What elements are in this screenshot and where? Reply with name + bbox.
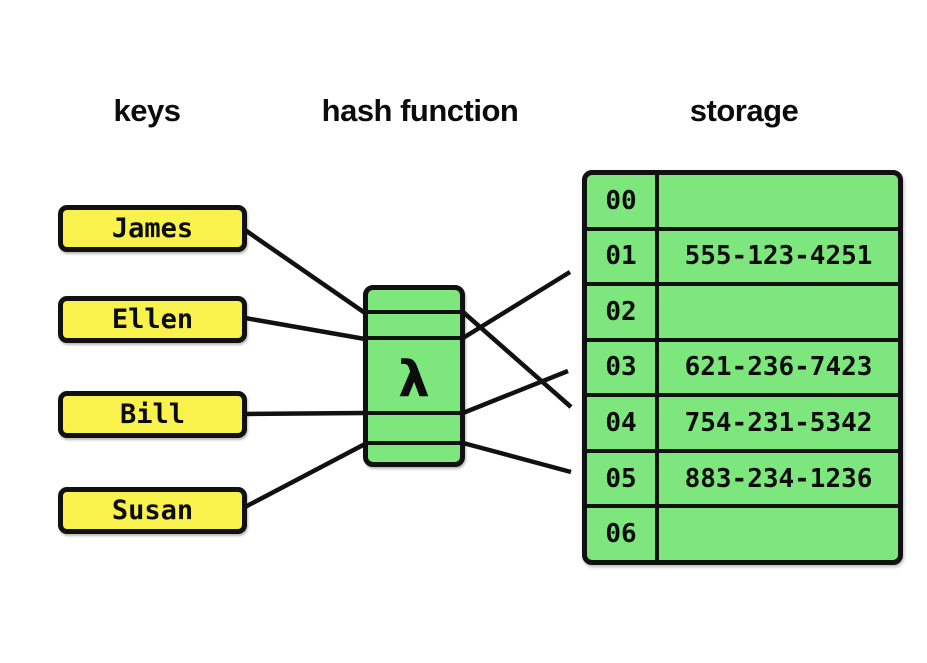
storage-value-cell xyxy=(659,508,898,560)
storage-index-cell: 01 xyxy=(587,230,655,283)
storage-value-cell: 883-234-1236 xyxy=(659,452,898,505)
storage-index-cell: 05 xyxy=(587,452,655,505)
hash-box-divider xyxy=(368,336,460,340)
storage-table: 00 01 555-123-4251 02 03 621-236-7423 04… xyxy=(582,170,903,565)
hash-function-column-header: hash function xyxy=(321,93,519,128)
arrow-hash-to-slot-05 xyxy=(462,440,572,475)
lambda-symbol: λ xyxy=(398,350,430,408)
arrow-hash-to-slot-01 xyxy=(461,270,572,340)
storage-value-cell: 555-123-4251 xyxy=(659,230,898,283)
hash-box-divider xyxy=(368,411,460,415)
storage-column-header: storage xyxy=(689,93,799,128)
wire-bill-to-hash xyxy=(244,410,366,417)
storage-value-cell xyxy=(659,175,898,227)
storage-value-cell xyxy=(659,286,898,338)
key-box-james: James xyxy=(58,205,247,252)
storage-value-cell: 754-231-5342 xyxy=(659,397,898,449)
storage-index-cell: 06 xyxy=(587,508,655,560)
key-label: Ellen xyxy=(111,304,194,335)
key-box-ellen: Ellen xyxy=(58,296,247,343)
wire-ellen-to-hash xyxy=(244,315,366,342)
arrow-hash-to-slot-03 xyxy=(462,368,569,416)
storage-index-cell: 04 xyxy=(587,397,655,449)
storage-index-cell: 00 xyxy=(587,175,655,227)
hash-function-box: λ xyxy=(363,285,465,467)
hash-box-divider xyxy=(368,310,460,314)
wire-james-to-hash xyxy=(243,228,367,315)
wire-susan-to-hash xyxy=(243,442,367,509)
storage-index-cell: 02 xyxy=(587,286,655,338)
key-label: Bill xyxy=(119,399,186,430)
key-label: James xyxy=(111,213,194,244)
keys-column-header: keys xyxy=(113,93,181,128)
hash-box-divider xyxy=(368,441,460,445)
key-box-susan: Susan xyxy=(58,487,247,534)
storage-index-cell: 03 xyxy=(587,341,655,394)
key-label: Susan xyxy=(111,495,194,526)
key-box-bill: Bill xyxy=(58,391,247,438)
storage-value-cell: 621-236-7423 xyxy=(659,341,898,394)
